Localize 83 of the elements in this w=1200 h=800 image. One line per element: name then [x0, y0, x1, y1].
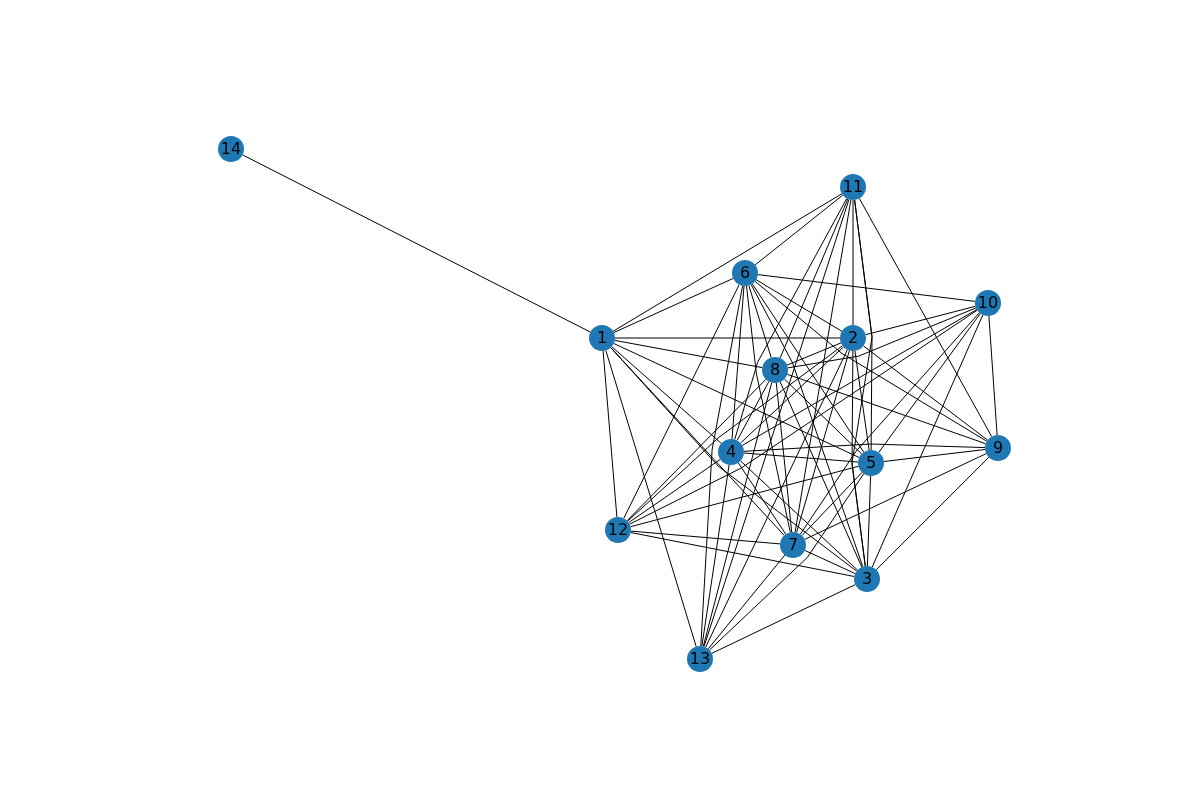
edge-line: [630, 465, 859, 528]
edge-line: [875, 456, 990, 571]
edge-line: [854, 350, 870, 451]
edge-line: [741, 309, 978, 446]
graph-node: 13: [687, 646, 713, 672]
edge-line: [740, 460, 858, 571]
graph-node: 7: [780, 532, 806, 558]
edge-line: [779, 198, 849, 359]
edge-line: [865, 305, 976, 336]
graph-node: 2: [840, 325, 866, 351]
edge-line: [862, 345, 989, 441]
edge-line: [612, 193, 843, 332]
graph-node: 14: [218, 136, 244, 162]
edge-line: [611, 346, 722, 444]
edge-line: [605, 349, 697, 648]
edge-line: [610, 347, 858, 572]
edge-line: [748, 284, 772, 359]
edge-line: [613, 277, 734, 334]
graph-node: 10: [975, 290, 1001, 316]
edge-line: [754, 194, 844, 266]
edge-line: [988, 315, 998, 436]
edge-line: [630, 532, 855, 577]
edge-line: [786, 342, 842, 366]
edge-line: [804, 453, 987, 540]
edge-line: [700, 285, 744, 647]
edge-line: [711, 584, 856, 654]
edge-line: [626, 378, 767, 522]
edge-line: [746, 285, 791, 533]
edge-line: [708, 473, 865, 651]
edge-line: [801, 471, 863, 537]
edge-line: [629, 309, 978, 525]
edge-line: [871, 314, 984, 568]
edge-line: [701, 464, 730, 647]
edge-line: [799, 312, 980, 535]
edge-line: [754, 280, 988, 442]
edge-line: [740, 346, 844, 444]
edge-line: [750, 284, 864, 568]
edge-line: [858, 197, 993, 438]
edge-line: [786, 373, 987, 445]
edge-line: [852, 199, 854, 326]
edge-line: [866, 475, 872, 567]
graph-node: 9: [985, 435, 1011, 461]
edge-line: [755, 279, 843, 332]
graph-node: 4: [718, 439, 744, 465]
edge-line: [779, 381, 863, 568]
edge-line: [614, 337, 841, 339]
edge-line: [731, 285, 745, 440]
edge-line: [613, 343, 860, 458]
graph-node: 6: [732, 260, 758, 286]
graph-node: 3: [854, 566, 880, 592]
edge-line: [628, 458, 721, 524]
edge-line: [751, 283, 865, 453]
edge-line: [610, 347, 785, 536]
edge-line: [242, 154, 591, 333]
edge-line: [623, 284, 740, 519]
edge-line: [775, 382, 793, 533]
edge-line: [796, 350, 850, 533]
edge-line: [787, 307, 977, 369]
edge-line: [737, 462, 787, 535]
graph-node: 12: [605, 517, 631, 543]
edge-line: [703, 198, 850, 648]
edge-line: [736, 381, 770, 441]
edge-line: [804, 549, 856, 575]
edge-line: [702, 382, 773, 647]
edge-line: [794, 199, 852, 533]
edge-line: [602, 350, 618, 518]
edge-line: [707, 554, 786, 650]
edge-line: [614, 339, 763, 369]
edge-line: [878, 313, 981, 453]
edge-line: [630, 530, 781, 545]
edge-line: [705, 349, 848, 648]
edge-line: [743, 452, 859, 463]
edge-line: [757, 274, 976, 302]
edge-line: [883, 449, 986, 462]
edge-line: [627, 345, 844, 522]
graph-node: 11: [840, 174, 866, 200]
edge-line: [743, 443, 986, 452]
graph-node: 5: [858, 450, 884, 476]
edge-line: [783, 378, 863, 455]
edge-line: [851, 350, 866, 567]
graph-node: 1: [589, 325, 615, 351]
graph-node: 8: [762, 357, 788, 383]
edge-line: [734, 197, 848, 440]
